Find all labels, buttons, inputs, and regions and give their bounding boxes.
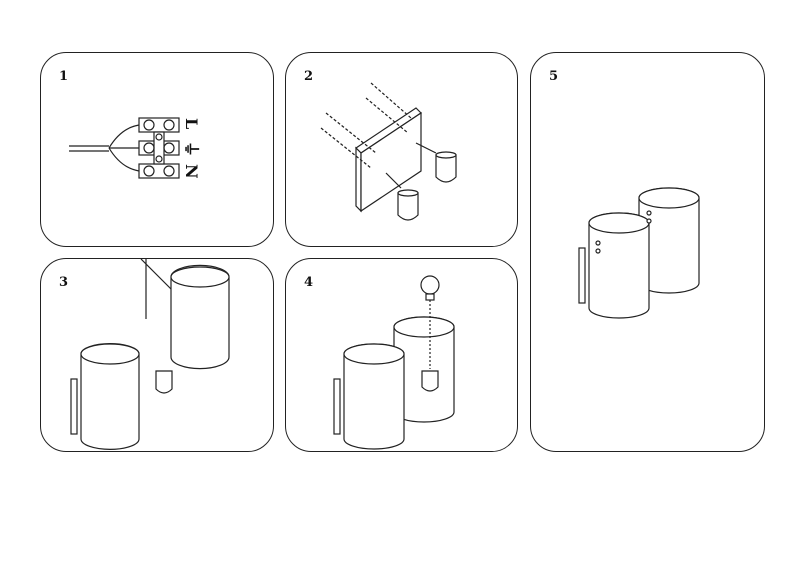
step-number: 5 [549,69,559,84]
bulb-installation-illustration [333,275,455,450]
step-5-panel: 5 [530,52,765,452]
assembled-lamp-illustration [578,187,700,319]
step-4-panel: 4 [285,258,518,452]
neutral-label: N [182,164,201,179]
step-number: 2 [304,69,314,84]
step-3-panel: 3 [40,258,274,452]
step-2-panel: 2 [285,52,518,247]
live-label: L [182,118,201,129]
step-number: 4 [304,275,314,290]
step-1-panel: 1 L ⏚ N [40,52,274,247]
terminal-block-wiring-illustration: L ⏚ N [69,117,201,179]
step-number: 1 [59,69,69,84]
step-number: 3 [59,275,69,290]
shade-attachment-illustration [70,259,230,450]
ground-label: ⏚ [182,141,201,157]
mounting-plate-illustration [320,82,457,221]
